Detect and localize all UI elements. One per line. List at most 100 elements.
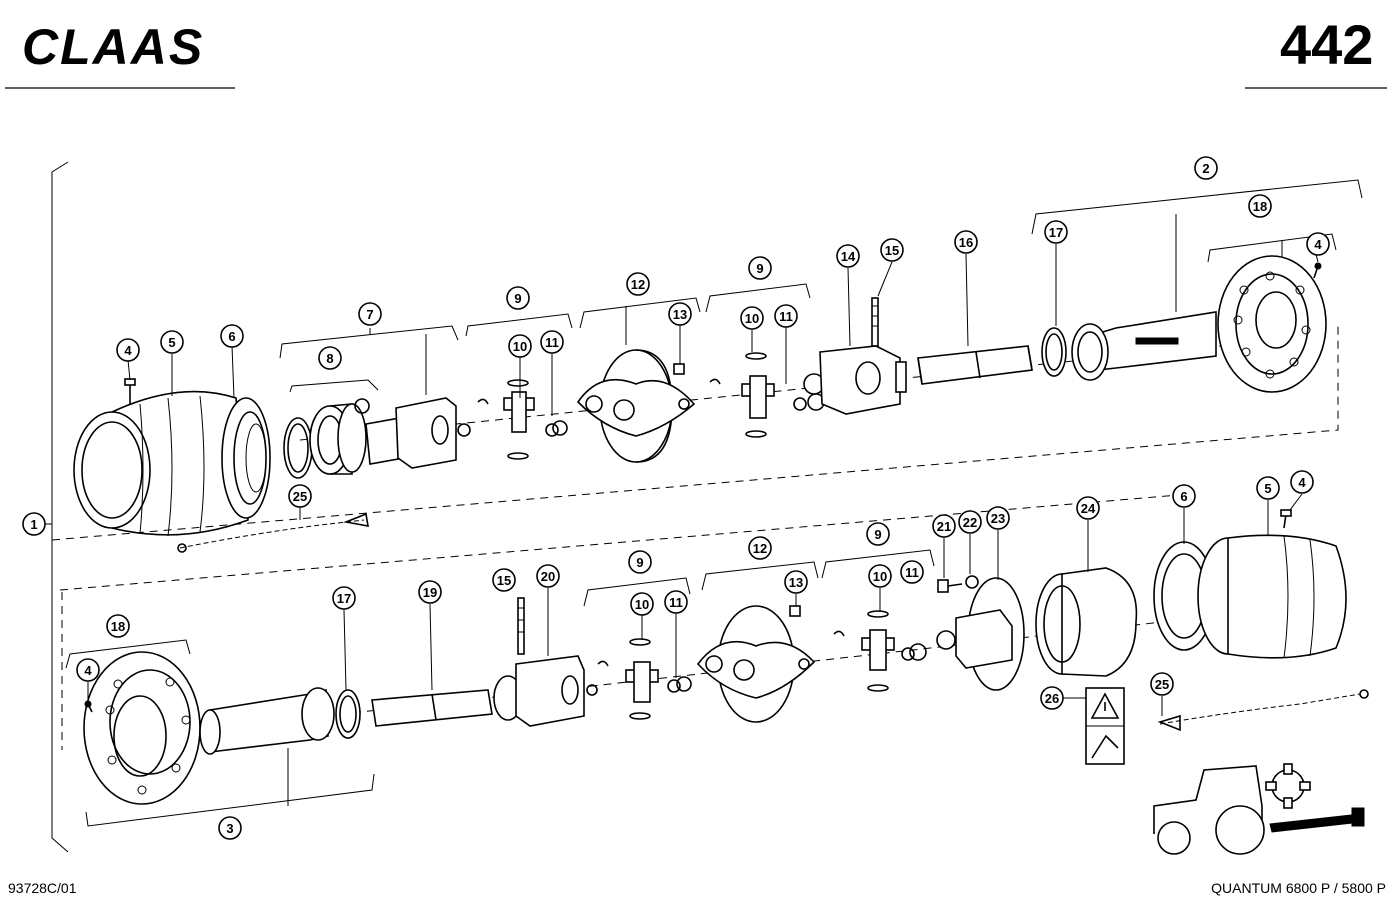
callout-9-d-text: 9 [874,527,881,542]
callout-1: 1 [22,512,46,536]
bearing-ring-part-17-upper [1041,327,1067,377]
upper-envelope-line [51,322,1339,541]
callout-18-b-text: 18 [111,619,125,634]
callout-26: 26 [1040,686,1064,710]
callout-leaders [34,244,1319,716]
outer-tube-part-3 [199,687,335,755]
callout-5-b-text: 5 [1264,481,1271,496]
callout-6-b: 6 [1172,484,1196,508]
callout-12-b: 12 [748,536,772,560]
callout-17-b: 17 [332,586,356,610]
bearing-rings-part-8 [283,398,370,479]
callout-9-c-text: 9 [636,555,643,570]
callout-10-b: 10 [740,306,764,330]
yoke-part-20 [493,655,598,727]
callout-9-b: 9 [748,256,772,280]
lower-axis [199,619,1181,731]
callout-26-text: 26 [1045,691,1059,706]
page-number: 442 [1280,13,1373,76]
tractor-icon [1153,765,1365,855]
grease-nipple-part-13-upper [673,363,685,375]
cross-joint-lower-right [833,610,927,692]
callout-3-text: 3 [226,821,233,836]
callout-4-c-text: 4 [84,663,92,678]
callout-23: 23 [986,506,1010,530]
bearing-ring-part-17-lower [335,689,361,739]
grease-nipple-part-13-lower [789,605,801,617]
guard-cone-part-5-lower [1197,534,1347,659]
brand-logo: CLAAS [22,19,204,75]
callout-5-b: 5 [1256,476,1280,500]
callout-22-text: 22 [963,515,977,530]
callout-16-text: 16 [959,235,973,250]
callout-13-a: 13 [668,302,692,326]
callout-11-d: 11 [900,560,924,584]
callout-5-a-text: 5 [168,335,175,350]
callout-14-text: 14 [841,249,856,264]
callout-15-a: 15 [880,238,904,262]
callout-23-text: 23 [991,511,1005,526]
callout-14: 14 [836,244,860,268]
callout-24-text: 24 [1081,501,1096,516]
callout-11-d-text: 11 [905,565,919,580]
callout-8-text: 8 [326,351,333,366]
screw-part-4-lower-left [84,700,93,713]
callout-12-a: 12 [626,272,650,296]
callout-10-b-text: 10 [745,311,759,326]
callout-10-c-text: 10 [635,597,649,612]
callout-5-a: 5 [160,330,184,354]
callout-17-a: 17 [1044,220,1068,244]
callout-10-c: 10 [630,592,654,616]
callout-9-a-text: 9 [514,291,521,306]
profile-tube-part-16 [917,345,1033,385]
callout-20: 20 [536,564,560,588]
callout-25-b: 25 [1150,672,1174,696]
footer: 93728C/01 QUANTUM 6800 P / 5800 P [8,880,1386,896]
callout-15-b-text: 15 [497,573,511,588]
callout-18-b: 18 [106,614,130,638]
cross-joint-upper-left [477,379,568,460]
yoke-part-14 [803,345,907,415]
callout-7: 7 [358,302,382,326]
callout-17-b-text: 17 [337,591,351,606]
screw-part-4-upper-right [1313,262,1322,279]
spline-shaft-icon [1265,763,1311,809]
callout-25-a-text: 25 [293,489,307,504]
callout-13-b: 13 [784,570,808,594]
callout-labels: 1 2 3 4 5 6 7 8 9 10 11 12 13 9 10 11 14… [22,156,1330,840]
profile-tube-part-19 [371,689,493,727]
callout-21-text: 21 [937,519,951,534]
callout-4-a: 4 [116,338,140,362]
safety-chain-part-25-lower [1157,689,1369,732]
assembly-bracket [45,161,69,853]
screw-part-4-lower-right [1280,509,1292,529]
callout-16: 16 [954,230,978,254]
callout-13-a-text: 13 [673,307,687,322]
group-brackets-lower [65,549,935,827]
callout-10-a: 10 [508,334,532,358]
outer-tube-part-2 [1071,311,1217,381]
cross-joint-upper-right [709,352,825,438]
flange-disk-part-12-lower [696,605,816,723]
inner-yoke-part-7 [365,397,471,469]
warning-label-part-26 [1085,687,1125,765]
group-brackets-upper [279,179,1363,395]
callout-6-b-text: 6 [1180,489,1187,504]
callout-4-a-text: 4 [124,343,132,358]
callout-20-text: 20 [541,569,555,584]
callout-4-d-text: 4 [1298,475,1306,490]
callout-22: 22 [958,510,982,534]
callout-1-text: 1 [30,517,37,532]
screw-part-4 [124,378,136,404]
callout-8: 8 [318,346,342,370]
callout-21: 21 [932,514,956,538]
callout-25-b-text: 25 [1155,677,1169,692]
callout-11-b: 11 [774,304,798,328]
callout-4-c: 4 [76,658,100,682]
callout-6-a: 6 [220,324,244,348]
callout-11-c: 11 [664,590,688,614]
callout-2: 2 [1194,156,1218,180]
callout-15-a-text: 15 [885,243,899,258]
callout-10-a-text: 10 [513,339,527,354]
